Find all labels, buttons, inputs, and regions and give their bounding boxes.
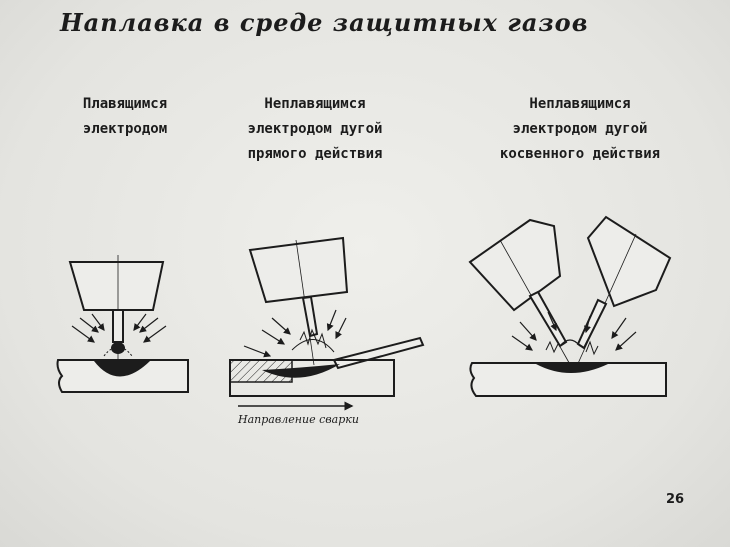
diagram-indirect-arc xyxy=(468,215,672,397)
gas-flow-arrows xyxy=(71,313,167,343)
gas-flow-arrows xyxy=(243,309,347,358)
arc-glow xyxy=(103,346,133,357)
page-number: 26 xyxy=(666,492,685,507)
caption-consumable-electrode: Плавящимся электродом xyxy=(50,92,200,142)
nozzle-right xyxy=(586,215,672,308)
diagram-consumable-electrode xyxy=(56,255,189,393)
caption-line: электродом дугой xyxy=(247,121,383,137)
caption-line: косвенного действия xyxy=(499,146,661,162)
droplet xyxy=(111,342,125,354)
caption-line: прямого действия xyxy=(247,146,383,162)
caption-line: электродом дугой xyxy=(512,121,648,137)
nozzle-left xyxy=(468,218,562,312)
flame xyxy=(585,340,599,356)
tungsten-electrode xyxy=(301,295,319,338)
nozzle xyxy=(68,261,165,311)
weld-pool xyxy=(94,361,150,377)
tungsten-electrode-left xyxy=(528,290,568,348)
welding-direction-label: Направление сварки xyxy=(238,413,359,426)
arc xyxy=(559,339,581,347)
filler-rod xyxy=(332,336,425,370)
weld-pool xyxy=(262,364,340,378)
weld-pool xyxy=(536,364,608,373)
caption-line: Плавящимся xyxy=(82,96,168,112)
gas-flow-arrows xyxy=(511,311,637,351)
caption-line: электродом xyxy=(82,121,168,137)
diagram-direct-arc xyxy=(229,236,425,411)
caption-direct-arc: Неплавящимся электродом дугой прямого де… xyxy=(210,92,420,167)
caption-indirect-arc: Неплавящимся электродом дугой косвенного… xyxy=(470,92,690,167)
tungsten-electrode-right xyxy=(576,298,608,350)
nozzle xyxy=(248,236,349,304)
base-metal xyxy=(229,359,395,397)
slide-title: Наплавка в среде защитных газов xyxy=(60,8,589,37)
flame xyxy=(545,340,559,354)
caption-line: Неплавящимся xyxy=(529,96,631,112)
electrode-wire xyxy=(112,309,124,343)
base-metal xyxy=(469,362,667,397)
caption-line: Неплавящимся xyxy=(264,96,366,112)
arc-flame xyxy=(291,328,335,353)
